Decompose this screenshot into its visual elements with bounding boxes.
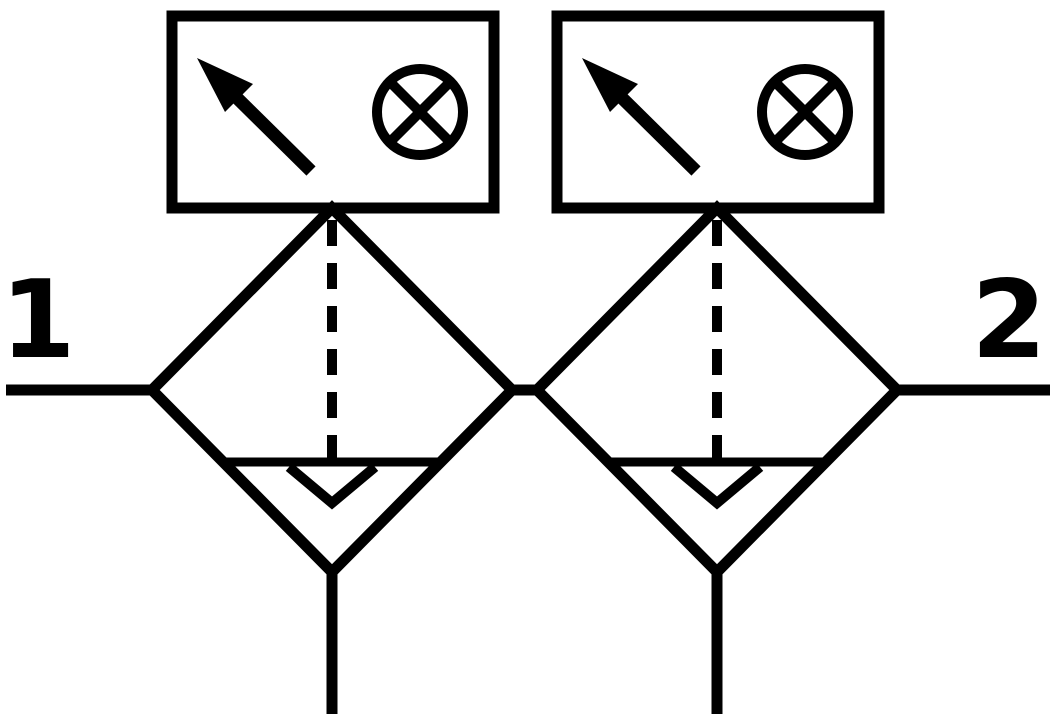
diagonal-arrow-icon (582, 58, 701, 176)
arrow-head (582, 58, 638, 112)
cross-line-2 (386, 78, 454, 146)
circle-outline (372, 64, 468, 160)
diagonal-arrow-icon (197, 58, 316, 176)
filter-unit-2 (529, 10, 905, 714)
indicator-box (551, 10, 885, 214)
separator-vee (670, 463, 764, 510)
circle-outline (757, 64, 853, 160)
separator-vee (285, 463, 379, 510)
arrow-head (197, 58, 253, 112)
diagram-root (6, 10, 1050, 714)
indicator-box (166, 10, 500, 214)
crossed-circle-icon (372, 64, 468, 160)
cross-line-2 (771, 78, 839, 146)
port-1-label: 1 (0, 258, 75, 383)
filter-diamond (144, 200, 520, 580)
port-2-label: 2 (971, 258, 1046, 383)
arrow-shaft (614, 90, 701, 176)
filter-unit-1 (144, 10, 520, 714)
filter-diamond (529, 200, 905, 580)
arrow-shaft (229, 90, 316, 176)
crossed-circle-icon (757, 64, 853, 160)
